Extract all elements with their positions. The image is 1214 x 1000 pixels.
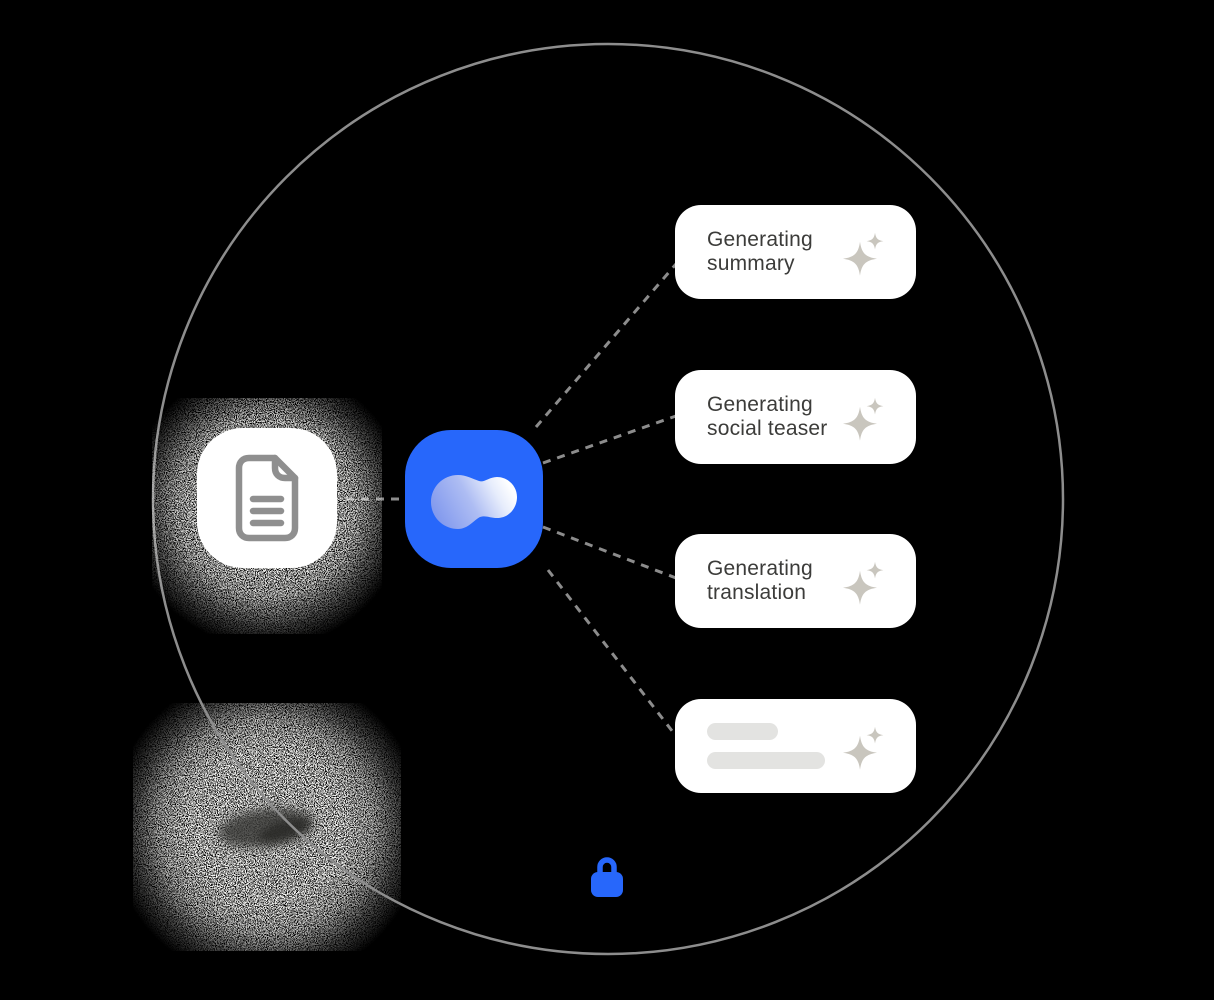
ai-cloud-icon [431, 475, 517, 529]
document-tile [197, 428, 337, 568]
connector-line [534, 263, 678, 428]
ai-processor-tile [405, 430, 543, 568]
connector-line [542, 525, 677, 580]
document-icon [235, 454, 299, 542]
generation-card-label: Generating summary [707, 228, 813, 275]
connector-line [542, 414, 677, 465]
generation-card-label: Generating social teaser [707, 393, 828, 440]
generation-card: Generating social teaser [675, 370, 916, 464]
noise-blob [133, 703, 401, 951]
generation-card: Generating translation [675, 534, 916, 628]
lock-icon [591, 857, 623, 897]
sparkle-icon [843, 561, 884, 605]
placeholder-bar [707, 752, 825, 769]
generation-card: Generating summary [675, 205, 916, 299]
sparkle-icon [843, 726, 884, 770]
connector-line [546, 569, 678, 737]
sparkle-icon [843, 232, 884, 276]
generation-card-placeholder [675, 699, 916, 793]
placeholder-bars [707, 723, 825, 769]
generation-card-label: Generating translation [707, 557, 813, 604]
placeholder-bar [707, 723, 778, 740]
sparkle-icon [843, 397, 884, 441]
